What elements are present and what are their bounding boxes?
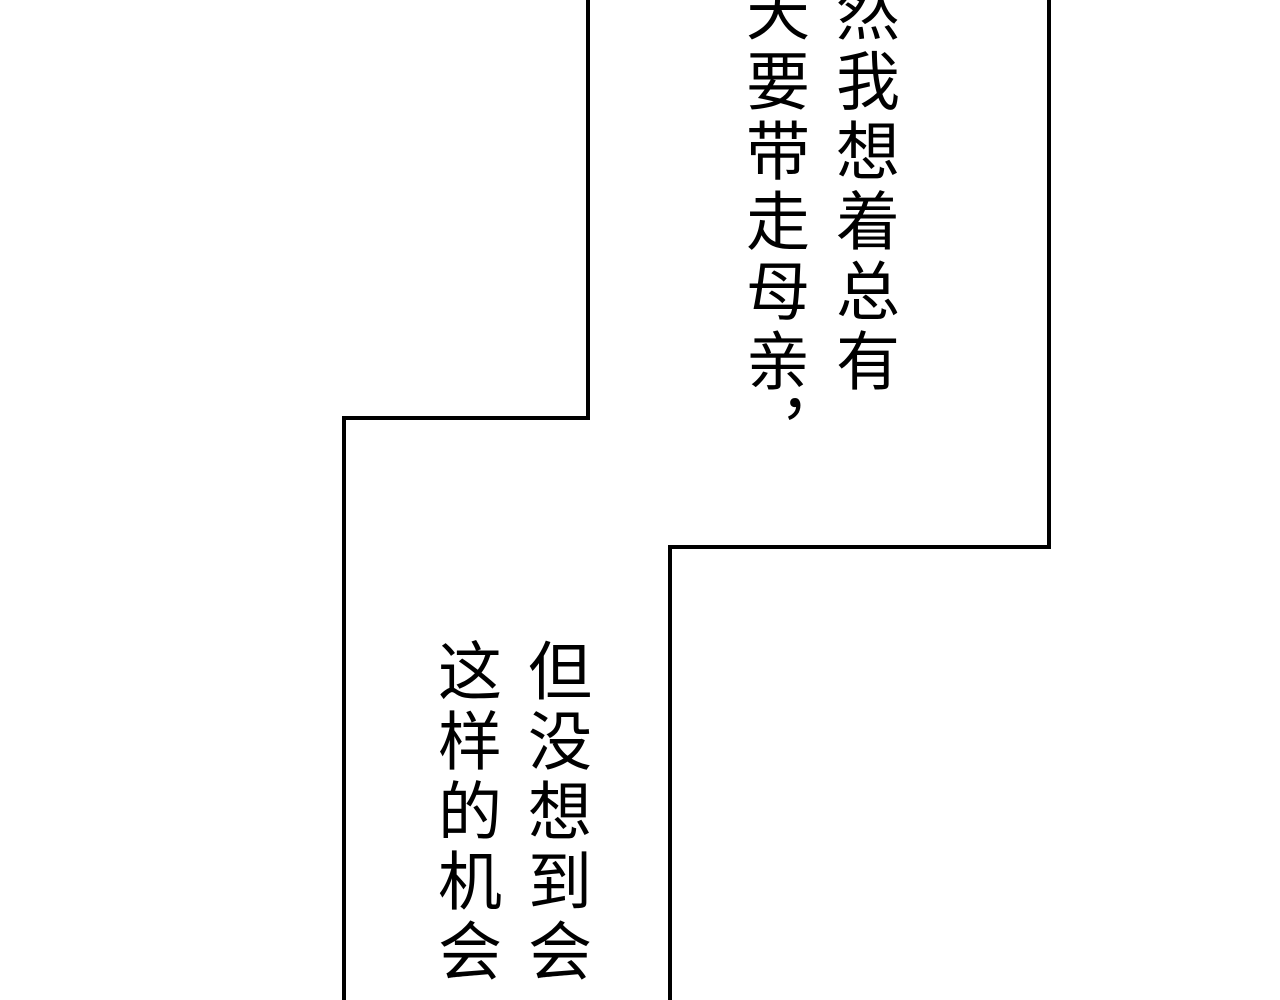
caption-bottom-line-1: 但没想到会 <box>517 638 591 988</box>
caption-top-line-2: 天要带走母亲， <box>735 0 809 468</box>
caption-top-line-1: 然我想着总有 <box>825 0 899 398</box>
panel-border-right <box>668 0 1051 1000</box>
caption-bottom-line-2: 这样的机会 <box>427 638 501 988</box>
panel-border-top <box>342 0 590 1000</box>
